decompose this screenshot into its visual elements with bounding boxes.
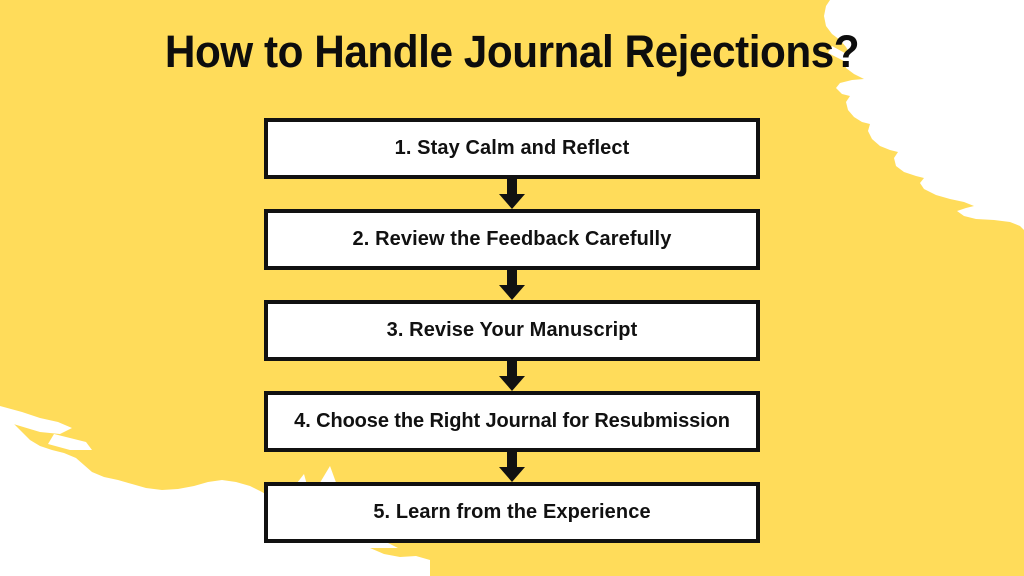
flow-step-label-3: 3. Revise Your Manuscript <box>386 319 638 341</box>
down-arrow-icon <box>499 361 525 391</box>
down-arrow-icon <box>499 179 525 209</box>
flowchart: 1. Stay Calm and Reflect 2. Review the F… <box>264 118 760 543</box>
flow-step-label-2: 2. Review the Feedback Carefully <box>352 228 672 250</box>
flow-step-label-5: 5. Learn from the Experience <box>373 501 651 523</box>
flow-step-box-2[interactable]: 2. Review the Feedback Carefully <box>264 209 760 270</box>
flow-step-box-1[interactable]: 1. Stay Calm and Reflect <box>264 118 760 179</box>
flow-connector-3-4 <box>264 361 760 391</box>
flow-step-box-4[interactable]: 4. Choose the Right Journal for Resubmis… <box>264 391 760 452</box>
down-arrow-icon <box>499 270 525 300</box>
page-title: How to Handle Journal Rejections? <box>164 26 860 77</box>
flow-step-label-1: 1. Stay Calm and Reflect <box>394 137 630 159</box>
flow-connector-1-2 <box>264 179 760 209</box>
flow-connector-4-5 <box>264 452 760 482</box>
flow-connector-2-3 <box>264 270 760 300</box>
flow-step-box-3[interactable]: 3. Revise Your Manuscript <box>264 300 760 361</box>
down-arrow-icon <box>499 452 525 482</box>
flow-step-box-5[interactable]: 5. Learn from the Experience <box>264 482 760 543</box>
flow-step-label-4: 4. Choose the Right Journal for Resubmis… <box>294 410 730 432</box>
